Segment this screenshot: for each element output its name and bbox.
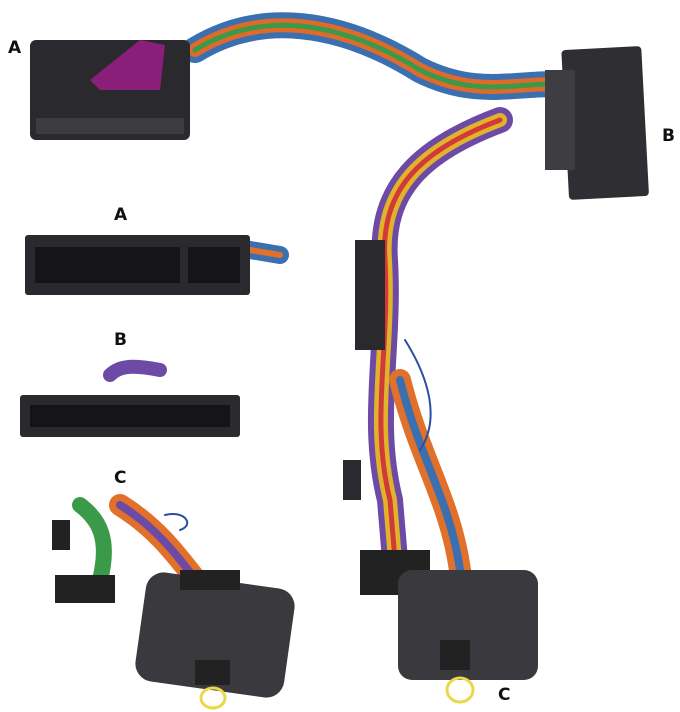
label-b-detail: B: [114, 330, 127, 350]
label-c-detail: C: [114, 468, 127, 488]
connector-b-main: [545, 46, 649, 200]
connector-b-detail: [20, 395, 240, 437]
connector-a-main: [30, 40, 190, 140]
label-a-main: A: [8, 38, 22, 58]
module-c-detail: [52, 520, 295, 710]
connector-a-detail: [25, 235, 250, 295]
wire-bundle-main: [72, 12, 583, 596]
label-b-main: B: [662, 126, 675, 146]
module-c-main: [343, 240, 538, 704]
label-c-main: C: [498, 685, 511, 705]
label-a-detail: A: [114, 205, 128, 225]
